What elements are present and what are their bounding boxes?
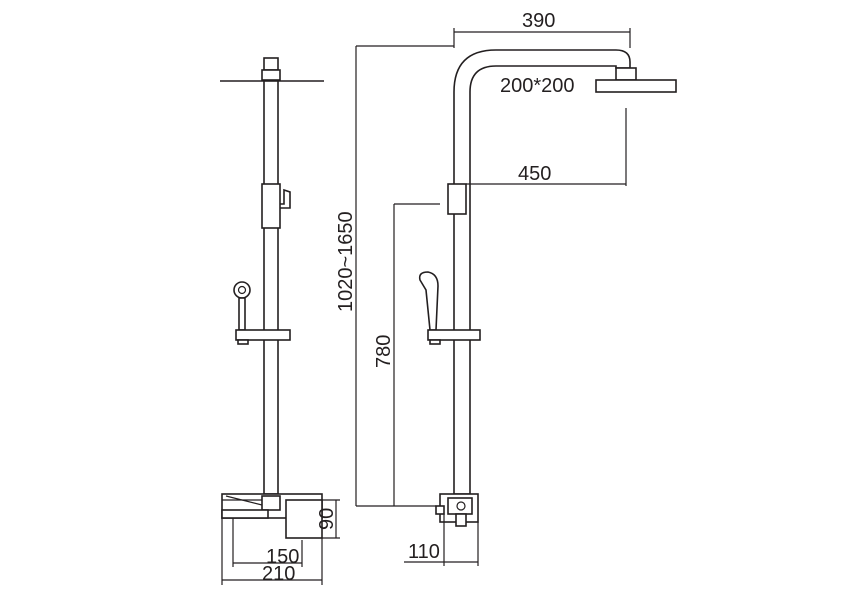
- dim-lines-total-height: [355, 45, 454, 507]
- dim-lines-mixer-depth: [404, 514, 479, 566]
- dim-front-depth-outer: 210: [262, 563, 295, 585]
- side-diverter-lever: [280, 188, 291, 209]
- side-hand-shower-head: [233, 281, 251, 299]
- dim-head-reach: 390: [522, 10, 555, 32]
- side-hand-shower-handle: [238, 297, 246, 331]
- dim-lines-diverter-height: [393, 203, 440, 506]
- dim-arm-height: 450: [518, 163, 551, 185]
- front-diverter-block: [447, 183, 467, 215]
- front-riser-arm: [453, 49, 631, 495]
- front-holder: [427, 329, 481, 341]
- front-view: 390 200*200 450 1020~1650 780 110: [335, 10, 677, 566]
- side-view: 150 210 90: [220, 57, 340, 585]
- side-holder: [235, 329, 291, 341]
- side-mixer-body: [221, 493, 323, 539]
- front-mixer-body: [435, 493, 479, 527]
- dim-diverter-height: 780: [373, 335, 395, 368]
- side-depth-dimensions: [221, 499, 340, 585]
- front-hand-shower: [418, 271, 439, 331]
- dim-mixer-height: 90: [316, 508, 338, 530]
- front-head-connector: [615, 67, 637, 81]
- dim-mixer-depth: 110: [408, 541, 440, 563]
- dim-lines-arm-height: [466, 108, 627, 186]
- front-shower-head: [595, 79, 677, 93]
- dim-total-height: 1020~1650: [335, 211, 357, 312]
- dim-lines-head-reach: [453, 28, 631, 48]
- side-head-connector: [263, 57, 279, 71]
- side-diverter-block: [261, 183, 281, 229]
- side-riser-pipe: [263, 80, 279, 495]
- dim-front-depth-inner: 150: [266, 546, 299, 568]
- dim-head-size: 200*200: [500, 75, 575, 97]
